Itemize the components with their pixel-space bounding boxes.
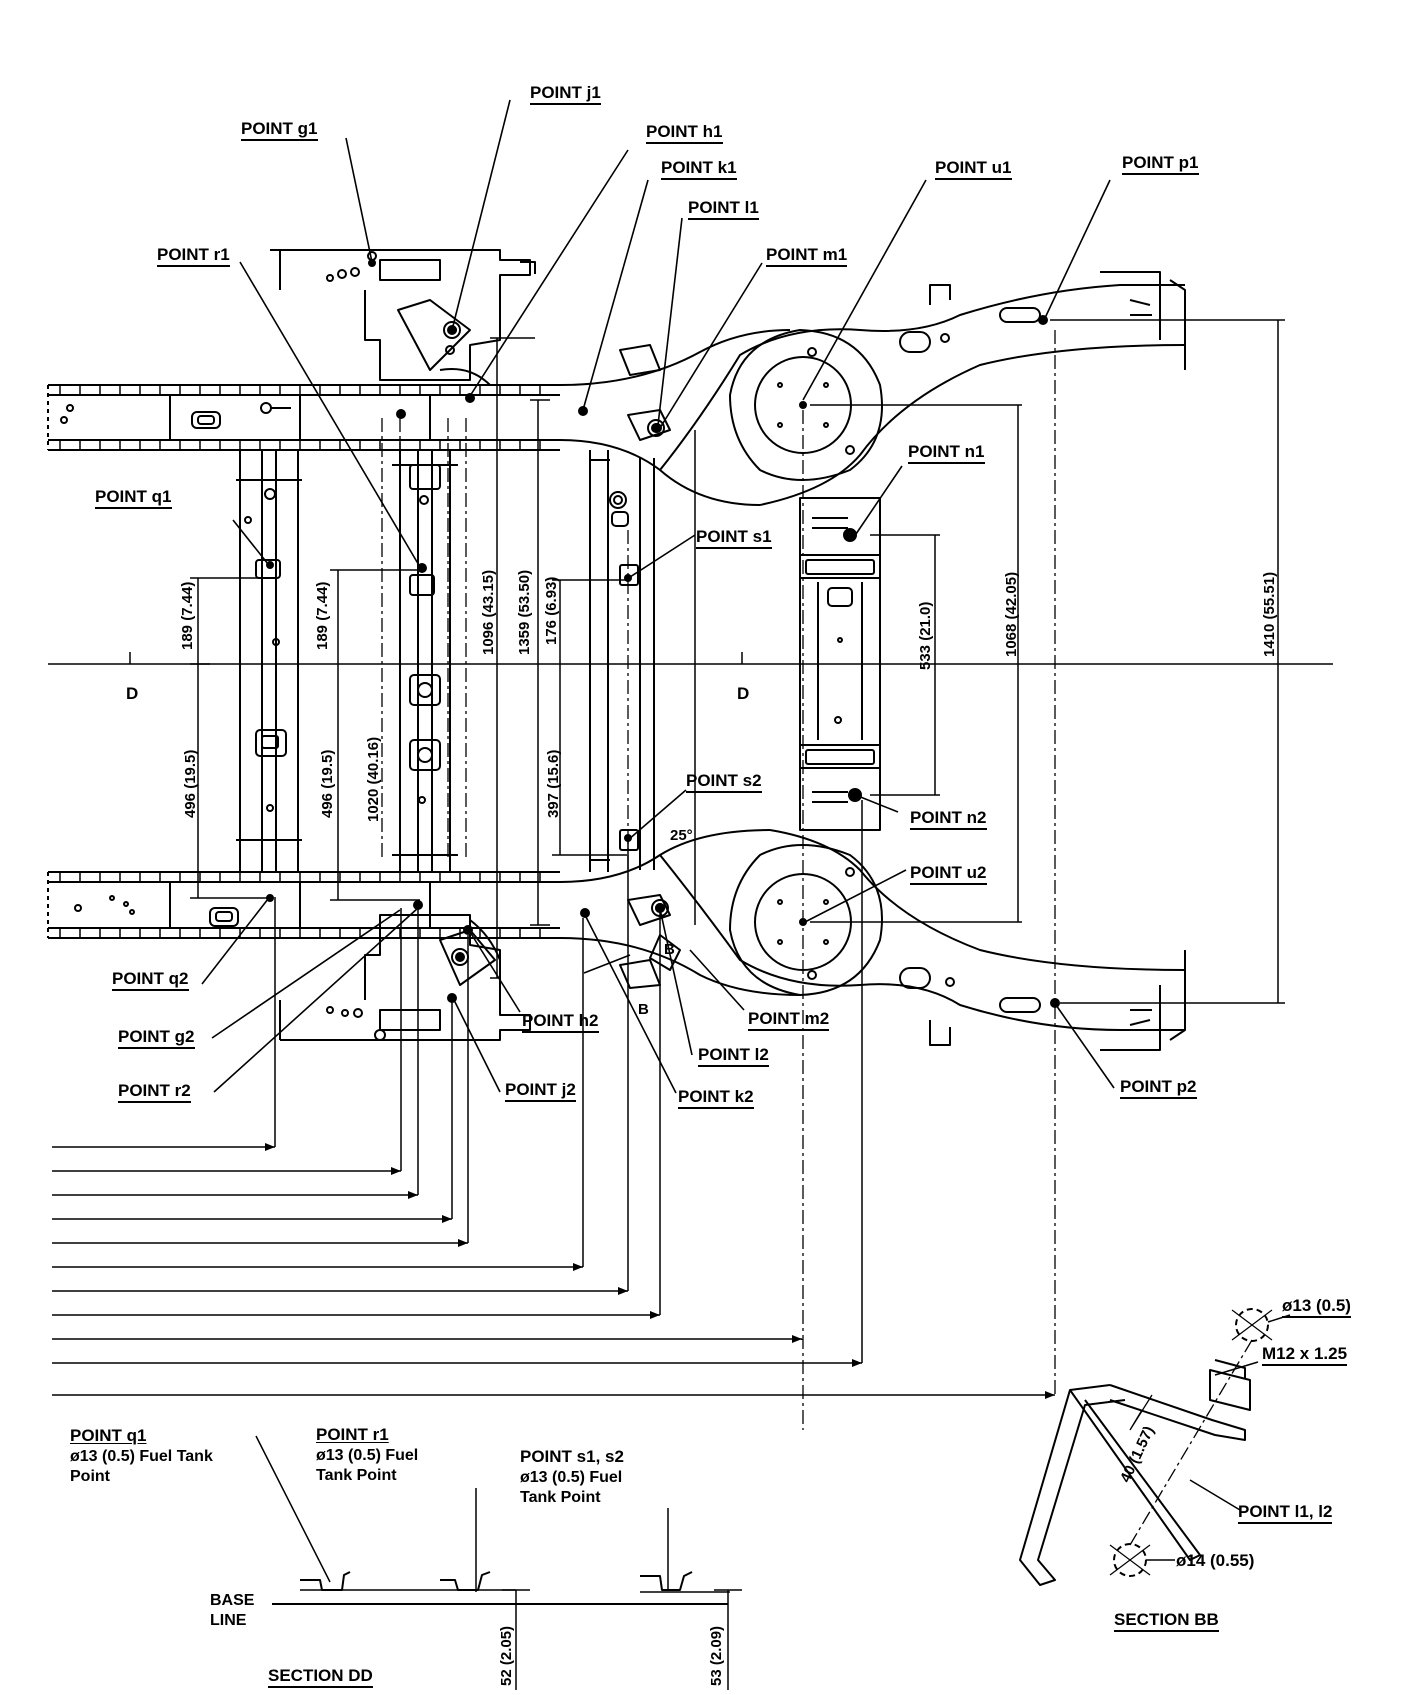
dimension-lines xyxy=(190,319,1285,1004)
label-point-r2: POINT r2 xyxy=(118,1081,191,1103)
reference-lines xyxy=(381,330,1056,1430)
label-point-p2: POINT p2 xyxy=(1120,1077,1197,1099)
section-dd-q1-desc: ø13 (0.5) Fuel Tank Point xyxy=(70,1448,213,1485)
section-bb-title: SECTION BB xyxy=(1114,1610,1219,1632)
label-point-u2: POINT u2 xyxy=(910,863,987,885)
baseline-arrowheads xyxy=(265,1143,1055,1399)
dim-1096: 1096 (43.15) xyxy=(480,569,497,655)
marker-b-lower: B xyxy=(638,1001,649,1018)
label-point-m2: POINT m2 xyxy=(748,1009,830,1031)
dim-1020: 1020 (40.16) xyxy=(365,736,382,822)
section-dd-r1-desc: ø13 (0.5) Fuel Tank Point xyxy=(316,1447,419,1484)
label-point-j1: POINT j1 xyxy=(530,83,601,105)
section-dd-drawing xyxy=(255,1435,742,1690)
dim-angle: 25° xyxy=(670,827,693,844)
section-dd-title: SECTION DD xyxy=(268,1666,373,1688)
label-point-g2: POINT g2 xyxy=(118,1027,195,1049)
label-point-n1: POINT n1 xyxy=(908,442,985,464)
label-point-p1: POINT p1 xyxy=(1122,153,1199,175)
section-bb-hole-bottom: ø14 (0.55) xyxy=(1176,1551,1255,1570)
lower-left-rail xyxy=(47,829,801,996)
label-point-l2: POINT l2 xyxy=(698,1045,769,1067)
label-point-m1: POINT m1 xyxy=(766,245,848,267)
dim-1410: 1410 (55.51) xyxy=(1261,571,1278,657)
dim-r1-189: 189 (7.44) xyxy=(314,581,331,650)
centerline xyxy=(48,652,1333,665)
section-dd-q1-title: POINT q1 xyxy=(70,1426,147,1445)
dim-176: 176 (6.93) xyxy=(543,576,560,645)
section-bb-point: POINT l1, l2 xyxy=(1238,1502,1333,1524)
dim-q1-496: 496 (19.5) xyxy=(182,749,199,818)
label-point-h1: POINT h1 xyxy=(646,122,723,144)
section-dd-s-desc: ø13 (0.5) Fuel Tank Point xyxy=(520,1469,623,1506)
dim-r1-496: 496 (19.5) xyxy=(319,749,336,818)
baseline-arrows xyxy=(52,800,1055,1396)
section-bb-bolt: M12 x 1.25 xyxy=(1262,1344,1348,1366)
dim-52: 52 (2.05) xyxy=(498,1625,515,1686)
dim-53: 53 (2.09) xyxy=(708,1625,725,1686)
label-point-r1: POINT r1 xyxy=(157,245,230,267)
label-point-h2: POINT h2 xyxy=(522,1011,599,1033)
dim-397: 397 (15.6) xyxy=(545,749,562,818)
label-point-q1: POINT q1 xyxy=(95,487,172,509)
label-point-l1: POINT l1 xyxy=(688,198,759,220)
dim-1359: 1359 (53.50) xyxy=(516,569,533,655)
dim-q1-189: 189 (7.44) xyxy=(179,581,196,650)
label-point-s1: POINT s1 xyxy=(696,527,772,549)
marker-d-right: D xyxy=(737,684,750,703)
section-dd-s-title: POINT s1, s2 xyxy=(520,1447,624,1466)
label-point-g1: POINT g1 xyxy=(241,119,318,141)
dim-533: 533 (21.0) xyxy=(917,601,934,670)
measuring-points xyxy=(266,259,1060,1008)
label-point-n2: POINT n2 xyxy=(910,808,987,830)
label-point-u1: POINT u1 xyxy=(935,158,1012,180)
marker-b-upper: B xyxy=(664,941,675,958)
section-bb-drawing xyxy=(1019,1308,1291,1586)
rear-subframe xyxy=(619,271,1186,1051)
label-point-k1: POINT k1 xyxy=(661,158,737,180)
section-dd-base-line: BASE LINE xyxy=(210,1592,255,1629)
label-point-s2: POINT s2 xyxy=(686,771,762,793)
label-point-k2: POINT k2 xyxy=(678,1087,754,1109)
label-point-j2: POINT j2 xyxy=(505,1080,576,1102)
label-point-q2: POINT q2 xyxy=(112,969,189,991)
marker-d-left: D xyxy=(126,684,139,703)
section-bb-hole-top: ø13 (0.5) xyxy=(1282,1296,1351,1318)
leader-lines xyxy=(201,99,1115,1094)
cross-members xyxy=(236,450,655,872)
dim-1068: 1068 (42.05) xyxy=(1003,571,1020,657)
upper-left-rail xyxy=(47,329,791,506)
section-dd-r1-title: POINT r1 xyxy=(316,1425,389,1444)
